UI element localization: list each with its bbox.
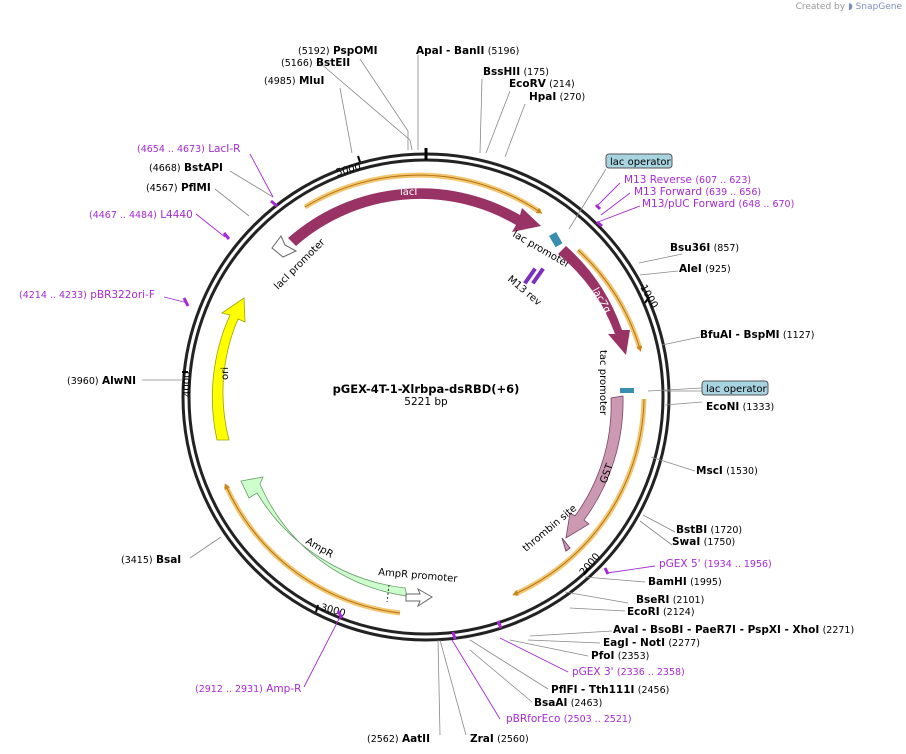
feature-ampr-promoter[interactable]: [405, 587, 433, 608]
primer-pgex-5[interactable]: pGEX 5' (1934 .. 1956): [659, 558, 772, 570]
site-pflmi[interactable]: (4567) PflMI: [146, 182, 211, 194]
primer-pgex-3[interactable]: pGEX 3' (2336 .. 2358): [572, 666, 685, 678]
site-zrai[interactable]: ZraI (2560): [470, 733, 529, 745]
site-aatii[interactable]: (2562) AatII: [367, 733, 430, 745]
site-bsu36i[interactable]: Bsu36I (857): [670, 242, 739, 254]
primer-laci-r[interactable]: (4654 .. 4673) LacI-R: [137, 143, 240, 155]
primer-pbr322ori-f[interactable]: (4214 .. 4233) pBR322ori-F: [19, 289, 155, 301]
site-connectors: [142, 55, 703, 736]
primer-l4440[interactable]: (4467 .. 4484) L4440: [89, 209, 193, 221]
feature-ampr-promoter-label: AmpR promoter: [378, 567, 459, 585]
primer-amp-r[interactable]: (2912 .. 2931) Amp-R: [195, 683, 301, 695]
site-eagi[interactable]: EagI - NotI (2277): [603, 637, 700, 649]
tick-label-4000: 4000: [182, 372, 193, 397]
site-hpai[interactable]: HpaI (270): [529, 91, 585, 103]
site-econi[interactable]: EcoNI (1333): [706, 401, 774, 413]
lac-operator-box-2-label: lac operator: [706, 384, 767, 395]
feature-lacza-label: lacZα: [589, 286, 613, 316]
site-bsai[interactable]: (3415) BsaI: [121, 554, 181, 566]
site-mlui[interactable]: (4985) MluI: [264, 75, 324, 87]
primer-m13-reverse[interactable]: M13 Reverse (607 .. 623): [624, 174, 751, 186]
site-pfoi[interactable]: PfoI (2353): [591, 650, 649, 662]
lac-operator-marker-2: [620, 388, 634, 393]
tick-label-2000: 2000: [578, 551, 603, 578]
lac-operator-box-1[interactable]: lac operator: [568, 153, 673, 230]
feature-ori-label: ori: [220, 367, 231, 380]
feature-gst[interactable]: [565, 395, 624, 539]
site-alwni[interactable]: (3960) AlwNI: [67, 375, 136, 387]
orf-arcs: [223, 172, 647, 616]
feature-laci-label: lacI: [400, 187, 417, 198]
primer-m13-puc-forward[interactable]: M13/pUC Forward (648 .. 670): [642, 198, 794, 210]
lac-operator-marker-1: [549, 231, 563, 248]
site-avai[interactable]: AvaI - BsoBI - PaeR7I - PspXI - XhoI (22…: [613, 624, 854, 636]
site-ecorv[interactable]: EcoRV (214): [509, 78, 575, 90]
credit-brand: SnapGene: [855, 2, 902, 12]
credit-prefix: Created by: [795, 2, 846, 12]
site-bsaai[interactable]: BsaAI (2463): [534, 697, 602, 709]
primer-m13-forward[interactable]: M13 Forward (639 .. 656): [634, 186, 761, 198]
site-bamhi[interactable]: BamHI (1995): [648, 576, 722, 588]
lac-operator-box-1-label: lac operator: [610, 157, 671, 168]
feature-ori[interactable]: [211, 297, 246, 441]
site-swai[interactable]: SwaI (1750): [672, 536, 735, 548]
site-bsshii[interactable]: BssHII (175): [483, 66, 549, 78]
site-apai[interactable]: ApaI - BanII (5196): [416, 45, 519, 57]
feature-tac-promoter-label: tac promoter: [597, 350, 608, 416]
restriction-site-labels: (5192) PspOMI (5166) BstEII (4985) MluI …: [67, 45, 854, 745]
site-beseri[interactable]: BseRI (2101): [636, 594, 704, 606]
primer-pbrforeco[interactable]: pBRforEco (2503 .. 2521): [506, 713, 632, 725]
feature-laci-promoter[interactable]: [271, 235, 298, 258]
m13-rev-primer-arrows: [523, 267, 545, 285]
site-bstbi[interactable]: BstBI (1720): [676, 524, 742, 536]
plasmid-name: pGEX-4T-1-Xlrbpa-dsRBD(+6): [333, 382, 520, 396]
site-alei[interactable]: AleI (925): [679, 263, 731, 275]
site-bsteii[interactable]: (5166) BstEII: [281, 57, 350, 69]
feature-thrombin-site[interactable]: [561, 537, 571, 552]
feature-ampr[interactable]: [240, 476, 408, 597]
plasmid-size: 5221 bp: [404, 396, 448, 408]
site-bfuai[interactable]: BfuAI - BspMI (1127): [700, 329, 815, 341]
feature-lacza[interactable]: [558, 246, 630, 355]
snapgene-logo-icon: ◗: [847, 2, 853, 12]
site-psp-omi[interactable]: (5192) PspOMI: [298, 45, 378, 57]
tick-label-5000: 5000: [335, 162, 362, 179]
feature-laci[interactable]: [288, 188, 541, 246]
snapgene-credit: Created by ◗ SnapGene: [796, 2, 902, 12]
ampr-boundary: [386, 584, 390, 603]
site-pflfi[interactable]: PflFI - Tth111I (2456): [551, 684, 669, 696]
site-msci[interactable]: MscI (1530): [696, 465, 758, 477]
site-ecori[interactable]: EcoRI (2124): [627, 606, 695, 618]
primer-connectors: [163, 153, 656, 720]
lac-operator-box-2[interactable]: lac operator: [647, 380, 769, 396]
primer-labels: (4654 .. 4673) LacI-R (4467 .. 4484) L44…: [19, 143, 794, 725]
site-bstapi[interactable]: (4668) BstAPI: [149, 162, 223, 174]
